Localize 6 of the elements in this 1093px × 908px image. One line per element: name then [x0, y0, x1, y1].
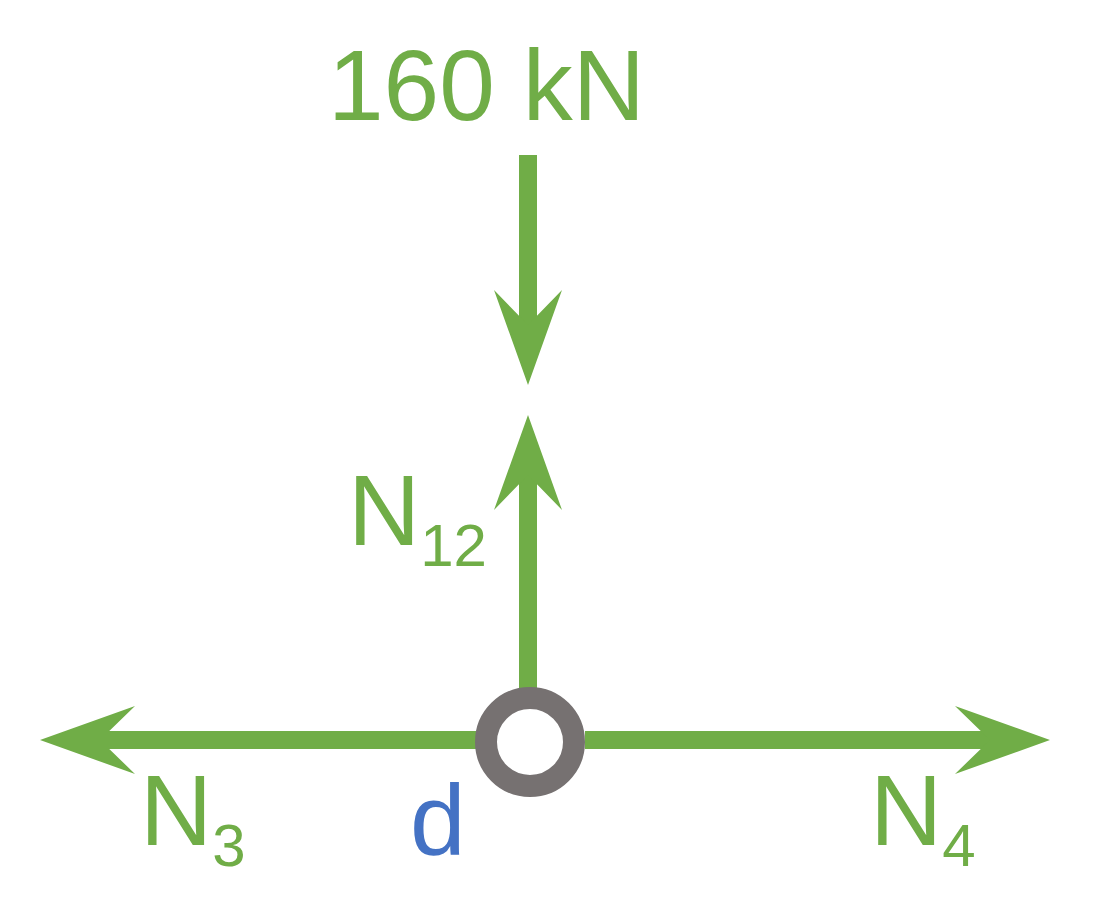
load-label: 160 kN	[328, 35, 645, 135]
joint-circle	[475, 687, 585, 797]
force-label: N$_{4}$	[870, 760, 976, 876]
force-label: N$_{12}$	[348, 460, 487, 576]
joint-label: d	[410, 770, 466, 870]
force-label: N$_{3}$	[140, 760, 246, 876]
